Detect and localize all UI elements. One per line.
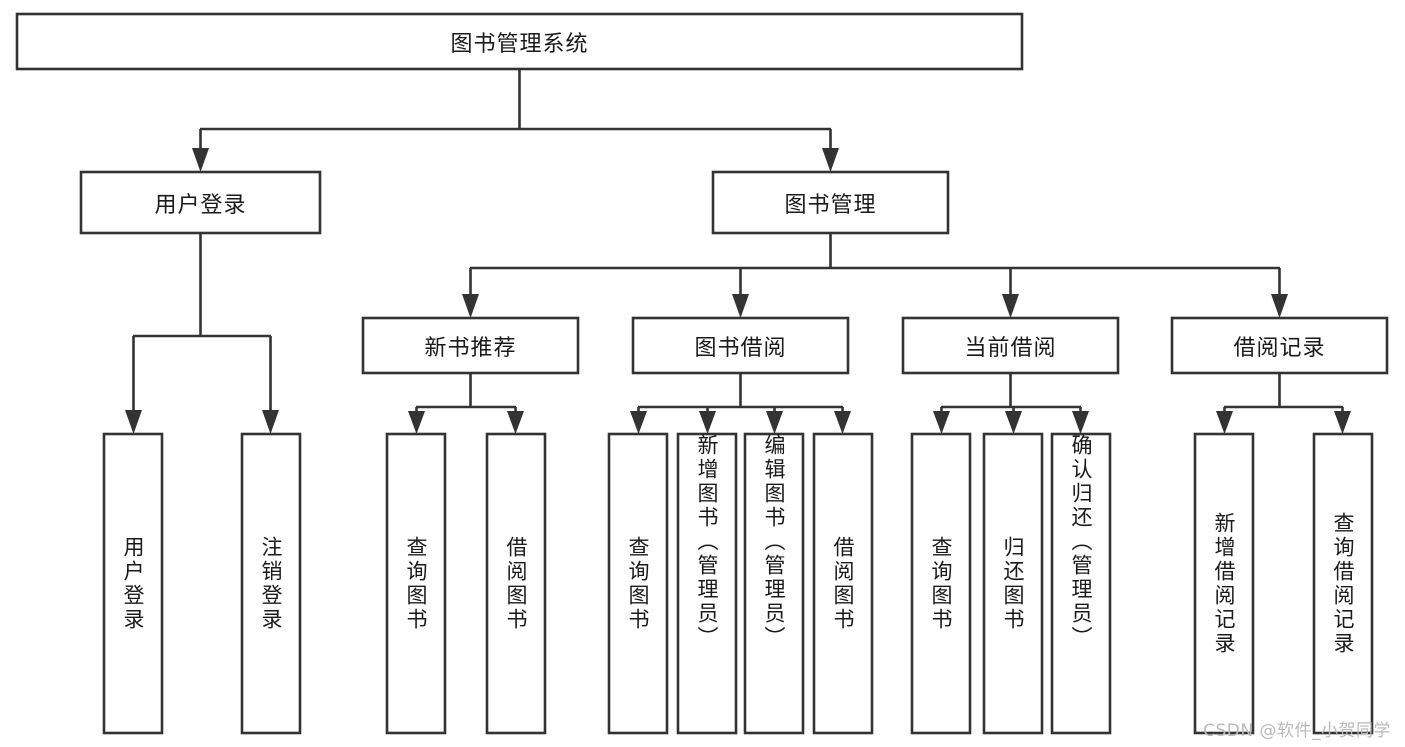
arrow-head-icon xyxy=(766,411,783,434)
connector-new-book-recommend-to-leaves xyxy=(408,373,524,434)
node-box-book-borrow[interactable] xyxy=(631,316,850,375)
node-box-root[interactable] xyxy=(15,12,1024,71)
connector-root-to-level1 xyxy=(192,69,839,172)
connector-user-login-to-leaves xyxy=(125,233,279,434)
connector-book-management-to-level2 xyxy=(462,233,1288,318)
arrow-head-icon xyxy=(732,294,749,318)
arrow-head-icon xyxy=(125,410,142,434)
connector-book-borrow-to-leaves xyxy=(630,373,851,434)
arrow-head-icon xyxy=(462,294,479,318)
watermark-csdn: CSDN @软件_小贺同学 xyxy=(1203,721,1391,741)
arrow-head-icon xyxy=(408,411,425,434)
arrow-head-icon xyxy=(822,148,839,172)
connector-borrow-record-to-leaves xyxy=(1216,373,1351,434)
leaf-box-user-login[interactable] xyxy=(102,432,164,735)
node-box-borrow-record[interactable] xyxy=(1170,316,1389,375)
leaf-box-confirm-return-admin[interactable] xyxy=(1050,432,1112,735)
arrow-head-icon xyxy=(1002,294,1019,318)
leaf-box-borrow-book-1[interactable] xyxy=(485,432,547,735)
arrow-head-icon xyxy=(192,148,209,172)
arrow-head-icon xyxy=(933,411,950,434)
leaf-box-query-book-3[interactable] xyxy=(910,432,972,735)
connector-current-borrow-to-leaves xyxy=(933,373,1089,434)
leaf-box-logout[interactable] xyxy=(240,432,302,735)
leaf-box-query-book-1[interactable] xyxy=(385,432,447,735)
leaf-box-borrow-book-2[interactable] xyxy=(812,432,874,735)
arrow-head-icon xyxy=(1271,294,1288,318)
arrow-head-icon xyxy=(1005,411,1022,434)
arrow-head-icon xyxy=(1216,411,1233,434)
arrow-head-icon xyxy=(699,411,716,434)
node-box-book-management[interactable] xyxy=(711,170,950,235)
leaf-box-edit-book-admin[interactable] xyxy=(743,432,805,735)
leaf-box-return-book[interactable] xyxy=(982,432,1044,735)
node-box-user-login[interactable] xyxy=(79,170,322,235)
leaf-box-add-book-admin[interactable] xyxy=(676,432,738,735)
leaf-box-query-borrow-record[interactable] xyxy=(1312,432,1374,735)
leaf-box-query-book-2[interactable] xyxy=(607,432,669,735)
arrow-head-icon xyxy=(507,411,524,434)
arrow-head-icon xyxy=(1334,411,1351,434)
arrow-head-icon xyxy=(262,410,279,434)
arrow-head-icon xyxy=(1072,411,1089,434)
leaf-box-add-borrow-record[interactable] xyxy=(1193,432,1255,735)
arrow-head-icon xyxy=(834,411,851,434)
node-box-current-borrow[interactable] xyxy=(901,316,1120,375)
node-box-new-book-recommend[interactable] xyxy=(361,316,580,375)
arrow-head-icon xyxy=(630,411,647,434)
